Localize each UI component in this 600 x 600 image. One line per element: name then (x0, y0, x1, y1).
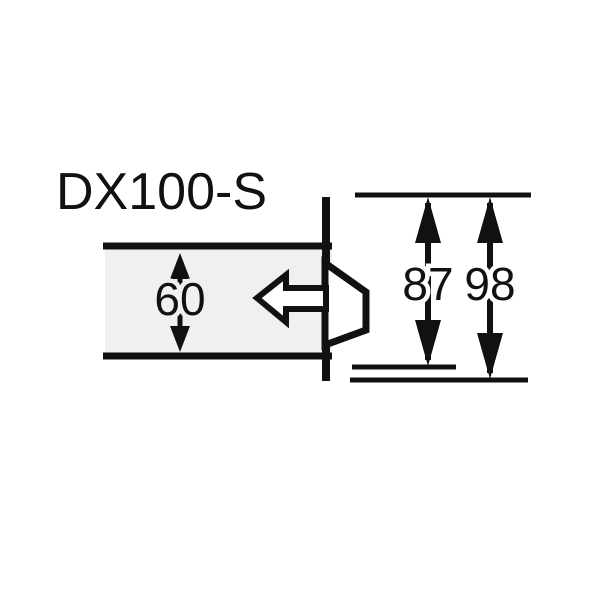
dimension-60-arrowhead-up (170, 253, 190, 279)
spout-outline (321, 256, 370, 351)
dimension-87-arrowhead-up (415, 197, 441, 243)
dimension-98-arrowhead-up (477, 197, 503, 243)
dimension-60-arrowhead-down (170, 326, 190, 352)
dimension-60-label: 60 (154, 273, 205, 325)
dimension-98: 98 (460, 197, 520, 379)
dimension-87-arrowhead-down (415, 320, 441, 366)
dimension-98-arrowhead-down (477, 333, 503, 379)
dimension-98-label: 98 (464, 258, 515, 310)
product-title: DX100-S (56, 163, 267, 221)
dimension-60: 60 (150, 253, 210, 352)
dimension-87-label: 87 (402, 258, 453, 310)
dimension-87: 87 (398, 197, 458, 366)
flow-direction-arrow (252, 268, 329, 329)
